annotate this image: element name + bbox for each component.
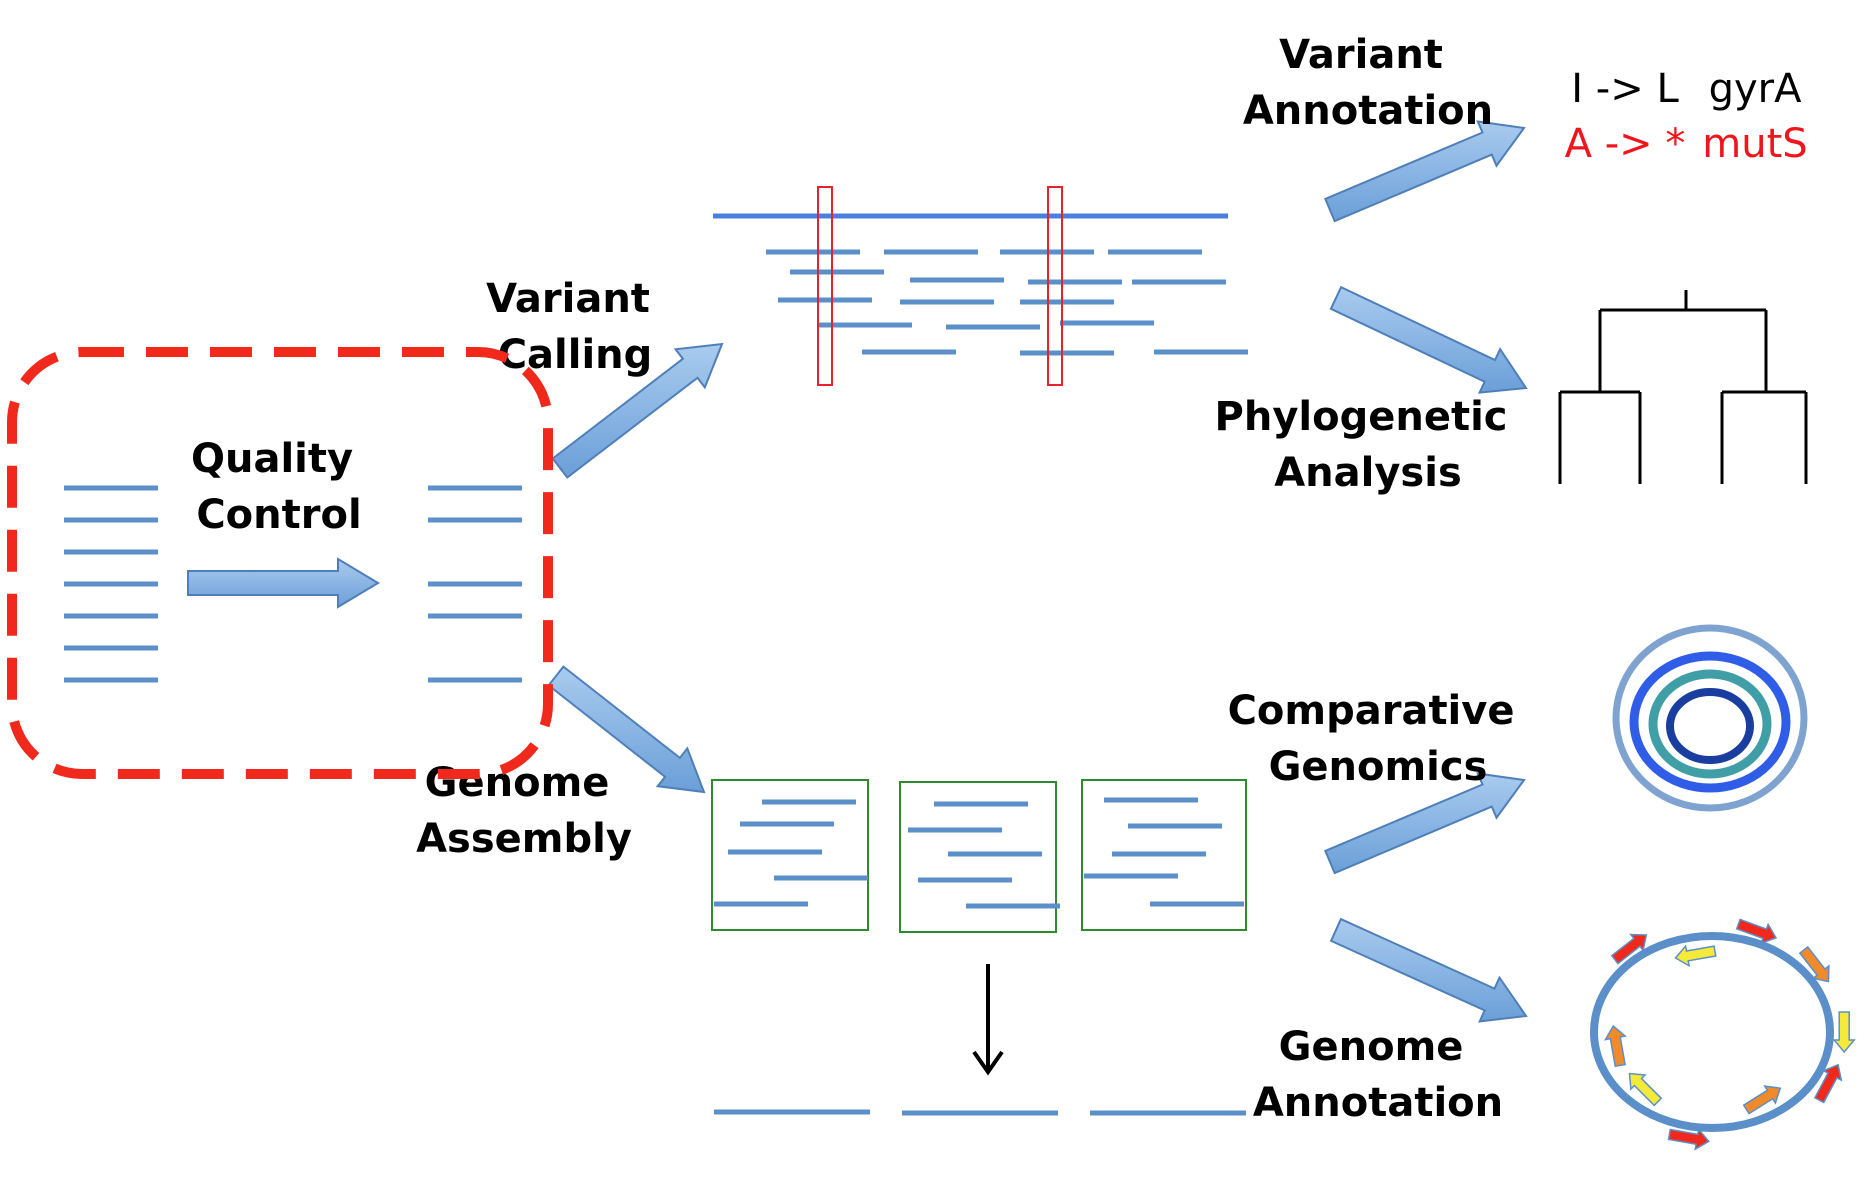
genome-annotation-arrow [1329, 917, 1528, 1023]
genome-comparison-rings-icon [1612, 624, 1808, 812]
variant-annotation-arrow [1323, 120, 1526, 223]
mutation-gene-1: gyrA [1709, 66, 1803, 112]
phylogenetic-arrow [1329, 285, 1528, 394]
block-arrow-shape [1329, 917, 1528, 1023]
gene-arrow-icon [1742, 1085, 1782, 1115]
qc-raw-reads [64, 485, 158, 683]
genome-annotation-label: Genome Annotation [1253, 1024, 1503, 1126]
gene-arrow-icon [1735, 918, 1778, 945]
variant-annotation-label: Variant Annotation [1243, 32, 1493, 134]
mutation-change-1: I -> L [1571, 66, 1679, 112]
assembled-contigs [714, 1109, 1246, 1116]
block-arrow-shape [1323, 772, 1526, 875]
gene-arrow-icon [1610, 933, 1648, 965]
block-arrow-shape [1323, 120, 1526, 223]
gene-arrow-icon [1832, 1011, 1856, 1054]
variant-calling-label: Variant Calling [486, 276, 664, 378]
variant-site-box-2 [1047, 186, 1063, 386]
quality-control-highlight [7, 347, 553, 779]
mutation-change-2: A -> * [1565, 121, 1686, 167]
gene-arrow-icon [1628, 1072, 1663, 1107]
comparative-genomics-arrow [1323, 772, 1526, 875]
gene-arrow-icon [1674, 944, 1717, 968]
block-arrow-shape [1329, 285, 1528, 394]
contig-group-1 [711, 779, 869, 931]
gene-arrow-icon [1813, 1063, 1843, 1104]
annotated-circular-genome-icon [1590, 918, 1856, 1151]
phylogenetic-tree-icon [1558, 290, 1808, 484]
block-arrow-shape [551, 342, 724, 479]
block-arrow-shape [187, 557, 380, 609]
genome-assembly-arrow [547, 665, 706, 794]
variant-site-box-1 [817, 186, 833, 386]
gene-arrow-icon [1604, 1024, 1627, 1068]
block-arrow-shape [547, 665, 706, 794]
variant-calling-arrow [551, 342, 724, 479]
quality-control-label: Quality Control [191, 436, 367, 538]
qc-filtered-reads [428, 485, 522, 683]
down-arrow-icon [972, 964, 1004, 1076]
aligned-reads [766, 249, 1248, 356]
qc-arrow [187, 557, 380, 609]
phylogenetic-analysis-label: Phylogenetic Analysis [1215, 394, 1522, 496]
gene-arrow-icon [1798, 945, 1830, 983]
mutation-list: I -> L gyrA A -> * mutS [1565, 66, 1808, 167]
gene-arrow-icon [1667, 1127, 1710, 1151]
mutation-gene-2: mutS [1702, 121, 1807, 167]
contig-group-3 [1081, 779, 1247, 931]
comparative-genomics-label: Comparative Genomics [1228, 688, 1529, 790]
contig-group-2 [899, 781, 1060, 933]
